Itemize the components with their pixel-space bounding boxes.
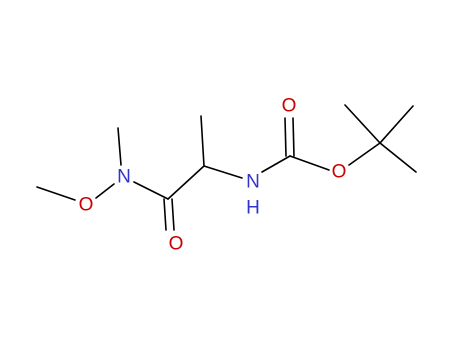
bond-carbamate-carbon-ester-oxygen bbox=[289, 155, 330, 171]
atom-o-ester: O bbox=[332, 162, 347, 183]
atom-o-methoxy: O bbox=[79, 195, 94, 216]
bond-quaternary-methyl-right bbox=[379, 142, 417, 173]
bond-ester-oxygen-quaternary-carbon bbox=[348, 142, 381, 166]
bond-n-methyl-nitrogen bbox=[117, 127, 122, 166]
bond-alpha-carbon-methyl bbox=[200, 115, 205, 167]
bond-nitrogen-carbonyl-carbon bbox=[133, 181, 169, 200]
bond-amide-carbonyl-double-a bbox=[163, 198, 167, 231]
atom-labels: N O O N H O O bbox=[79, 96, 347, 255]
atom-n-amide: N bbox=[117, 167, 131, 188]
atom-o-carbamate-carbonyl: O bbox=[282, 96, 297, 117]
bond-quaternary-methyl-upper-right bbox=[379, 105, 414, 144]
bond-nitrogen-carbamate-carbon bbox=[261, 155, 291, 173]
bond-methoxy-methyl-oxygen bbox=[36, 186, 76, 201]
atom-n-carbamate: N bbox=[246, 172, 260, 193]
atom-o-amide-carbonyl: O bbox=[169, 234, 184, 255]
bond-carbonyl-alpha-carbon bbox=[167, 165, 205, 200]
bonds bbox=[36, 104, 417, 231]
bond-oxygen-nitrogen bbox=[95, 183, 115, 199]
bond-alpha-carbon-nitrogen bbox=[203, 165, 243, 179]
bond-amide-carbonyl-double-b bbox=[171, 198, 175, 231]
bond-carbamate-double-a bbox=[284, 117, 287, 157]
bond-quaternary-methyl-upper-left bbox=[344, 104, 381, 144]
bond-carbamate-double-b bbox=[292, 117, 295, 157]
atom-h-carbamate: H bbox=[246, 198, 260, 219]
